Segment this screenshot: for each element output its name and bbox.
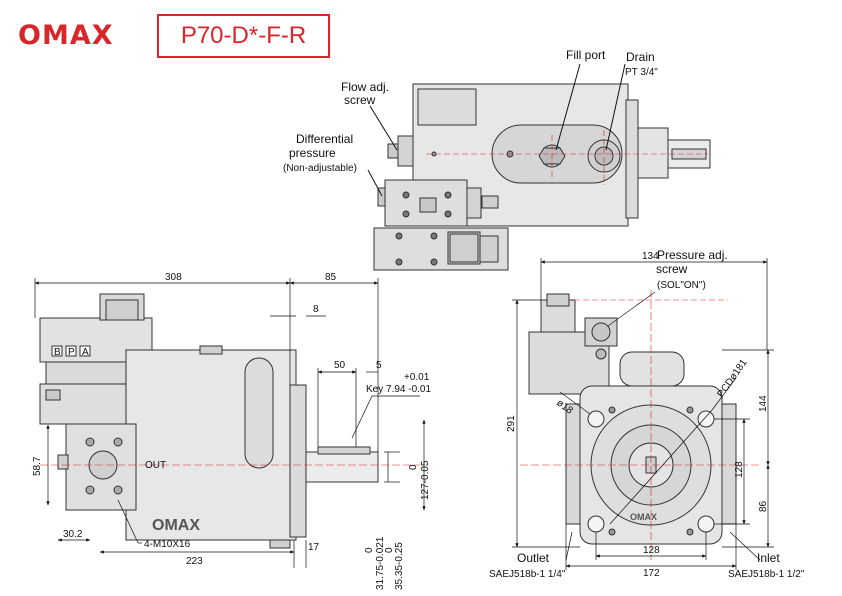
port-a-box bbox=[79, 345, 91, 357]
dim-127: 127-0.05 bbox=[420, 460, 431, 500]
diff-label-2: pressure bbox=[289, 146, 336, 160]
side-shaft bbox=[305, 451, 379, 483]
shaft-key bbox=[317, 446, 371, 455]
dim-291: 291 bbox=[506, 415, 517, 432]
inlet-spec: SAEJ518b-1 1/2" bbox=[728, 569, 805, 580]
dim-35: 35.35-0.25 bbox=[394, 542, 405, 590]
shaft-housing bbox=[637, 127, 669, 179]
dim-8: 8 bbox=[313, 304, 319, 315]
outlet-label: Outlet bbox=[517, 551, 550, 565]
dim-223: 223 bbox=[186, 556, 203, 567]
dim-144: 144 bbox=[758, 395, 769, 412]
key-label: Key 7.94 -0.01 bbox=[366, 384, 431, 395]
logo-text: OMAX bbox=[18, 20, 114, 51]
key-tolerance: +0.01 bbox=[404, 372, 430, 383]
end-body-logo: OMAX bbox=[630, 512, 657, 522]
port-p-box bbox=[65, 345, 77, 357]
inlet-label: Inlet bbox=[757, 551, 780, 565]
top-view-labels: Flow adj. screw Differential pressure (N… bbox=[283, 48, 658, 174]
flow-adj-label-1: Flow adj. bbox=[341, 80, 389, 94]
drain-size-label: PT 3/4" bbox=[625, 67, 658, 78]
dim-134: 134 bbox=[642, 251, 659, 262]
dim-128-horizontal: 128 bbox=[643, 545, 660, 556]
top-view bbox=[367, 63, 711, 271]
pressure-adj-label-1: Pressure adj. bbox=[657, 248, 728, 262]
outlet-spec: SAEJ518b-1 1/4" bbox=[489, 569, 566, 580]
diff-pressure-plug bbox=[377, 187, 386, 207]
dim-35-tolerance: 0 bbox=[384, 547, 395, 553]
dim-50: 50 bbox=[334, 360, 346, 371]
sol-on-label: (SOL"ON") bbox=[657, 280, 706, 291]
dim-172: 172 bbox=[643, 568, 660, 579]
pcd-label: PCDø181 bbox=[715, 357, 749, 400]
mount-hole-br bbox=[697, 515, 715, 533]
dim-308: 308 bbox=[165, 272, 182, 283]
mount-hole-bl bbox=[587, 515, 605, 533]
end-view bbox=[520, 290, 760, 560]
side-view-dims bbox=[34, 278, 426, 568]
diff-label-3: (Non-adjustable) bbox=[283, 163, 357, 174]
port-letter-b: B bbox=[54, 347, 61, 358]
dim-128-vertical: 128 bbox=[734, 461, 745, 478]
dim-58-7: 58.7 bbox=[32, 456, 43, 476]
end-view-dims bbox=[512, 258, 774, 570]
model-number: P70-D*-F-R bbox=[180, 22, 307, 49]
side-view-labels: 308 85 8 50 5 +0.01 Key 7.94 -0.01 58.7 … bbox=[32, 272, 431, 590]
model-box: P70-D*-F-R bbox=[157, 14, 330, 58]
dim-17: 17 bbox=[308, 542, 320, 553]
dim-5: 5 bbox=[376, 360, 382, 371]
flow-adj-screw bbox=[397, 135, 414, 167]
out-label: OUT bbox=[145, 460, 166, 471]
port-letter-p: P bbox=[68, 347, 75, 358]
bolt-spec: 4-M10X16 bbox=[144, 539, 191, 550]
mount-hole-tl bbox=[587, 410, 605, 428]
fill-port-label: Fill port bbox=[566, 48, 606, 62]
drain-label: Drain bbox=[626, 50, 655, 64]
mount-hole-tr bbox=[697, 410, 715, 428]
side-body-logo: OMAX bbox=[152, 517, 200, 534]
pressure-adj-label-2: screw bbox=[656, 262, 688, 276]
flow-adj-label-2: screw bbox=[344, 93, 376, 107]
diff-label-1: Differential bbox=[296, 132, 353, 146]
outlet-flange bbox=[565, 403, 581, 525]
dim-30-2: 30.2 bbox=[63, 529, 83, 540]
port-letter-a: A bbox=[82, 347, 89, 358]
side-mount-flange bbox=[289, 384, 307, 538]
dim-86: 86 bbox=[758, 500, 769, 512]
dim-127-tolerance: 0 bbox=[408, 464, 419, 470]
dim-85: 85 bbox=[325, 272, 337, 283]
omax-logo: OMAX bbox=[18, 16, 138, 56]
dim-31-tolerance: 0 bbox=[364, 547, 375, 553]
side-view bbox=[39, 293, 420, 549]
port-b-box bbox=[51, 345, 63, 357]
dim-31: 31.75-0.021 bbox=[375, 536, 386, 590]
